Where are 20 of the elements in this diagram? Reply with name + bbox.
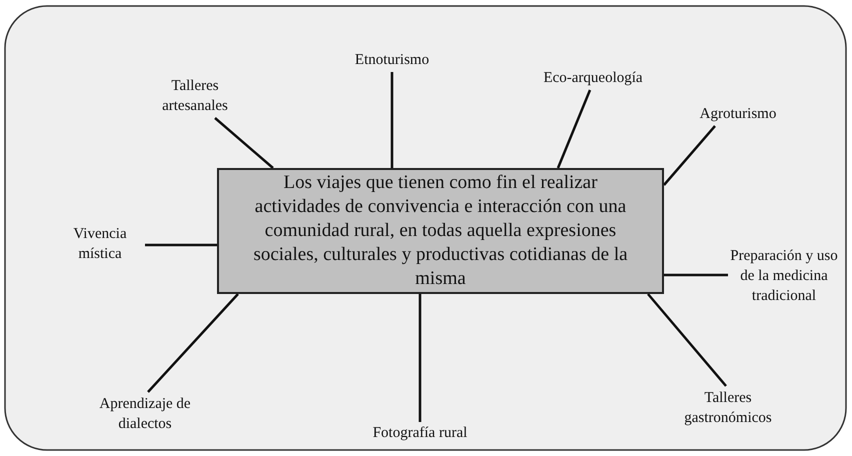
activity-label: Aprendizaje de dialectos	[98, 395, 192, 434]
activity-label: Agroturismo	[700, 105, 776, 124]
connector-line	[664, 274, 728, 276]
activity-label: Vivencia mística	[72, 225, 128, 264]
activity-label: Etnoturismo	[354, 51, 430, 70]
connector-line	[663, 125, 716, 186]
description-box	[217, 168, 664, 294]
activity-label: Talleres gastronómicos	[683, 389, 773, 428]
connector-line	[214, 117, 274, 169]
activity-label: Eco-arqueología	[543, 69, 643, 88]
activity-label: Preparación y uso de la medicina tradicional	[729, 247, 839, 306]
connector-line	[390, 72, 394, 168]
description-text: Los viajes que tienen como fin el realizar actividades de convivencia e interacción con una comunidad rural, en todas aquella expresiones sociales, culturales y productivas cotidianas de la misma	[252, 171, 629, 291]
connector-line	[556, 90, 592, 168]
activity-label: Talleres artesanales	[161, 77, 229, 116]
connector-line	[145, 244, 217, 246]
connector-line	[647, 293, 727, 387]
connector-line	[147, 293, 239, 393]
connector-line	[418, 294, 422, 422]
activity-label: Fotografía rural	[372, 424, 468, 443]
